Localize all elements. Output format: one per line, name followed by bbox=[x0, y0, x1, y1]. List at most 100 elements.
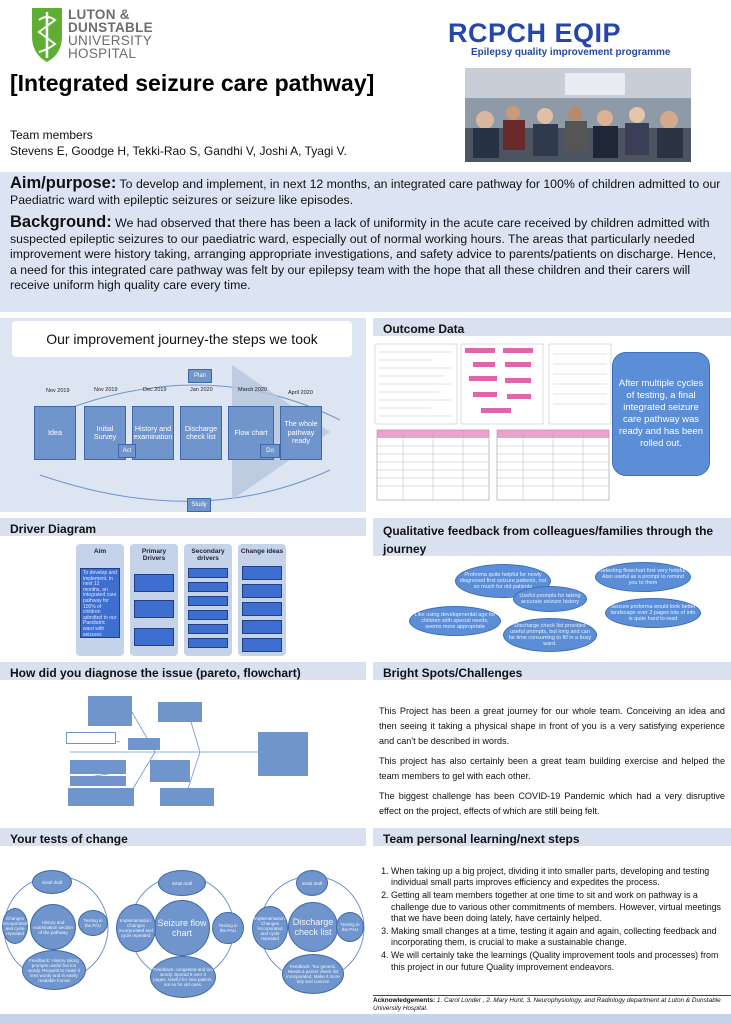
tests-of-change-panel: Initial draft History and examination se… bbox=[0, 846, 366, 1014]
outcome-summary-bubble: After multiple cycles of testing, a fina… bbox=[612, 352, 710, 476]
outcome-documents-image bbox=[374, 343, 612, 501]
hospital-name-line: DUNSTABLE bbox=[68, 20, 153, 35]
pdsa-do: Do bbox=[260, 444, 280, 458]
pdsa-act: Act bbox=[118, 444, 136, 458]
driver-column-title: Secondary drivers bbox=[191, 548, 225, 562]
fishbone-cause bbox=[150, 760, 190, 782]
team-learning-item: Making small changes at a time, testing … bbox=[391, 926, 731, 948]
cycle1-node: Testing in the PAU bbox=[78, 910, 108, 936]
hospital-crest-icon bbox=[32, 8, 62, 62]
acknowledgements: Acknowledgements: 1. Carol Londer , 2. M… bbox=[373, 995, 731, 1013]
outcome-panel bbox=[373, 336, 731, 512]
bright-spots-heading: Bright Spots/Challenges bbox=[373, 662, 731, 680]
team-members-names: Stevens E, Goodge H, Tekki-Rao S, Gandhi… bbox=[10, 144, 347, 158]
pdsa-plan: Plan bbox=[188, 369, 212, 383]
journey-date: Nov 2019 bbox=[94, 387, 118, 393]
driver-change-box bbox=[242, 584, 282, 598]
cycle3-node: Feedback: Too generic. Needs a parent ch… bbox=[282, 954, 344, 994]
fishbone-cause bbox=[70, 776, 126, 786]
fishbone-cause bbox=[160, 788, 214, 806]
fishbone-cause bbox=[128, 738, 160, 750]
hospital-name-line: HOSPITAL bbox=[68, 46, 137, 61]
cycle3-node: Testing in the PAU bbox=[336, 912, 364, 942]
cycle1-node: Feedback: History taking prompts useful … bbox=[22, 950, 86, 990]
journey-step: Idea bbox=[34, 406, 76, 460]
team-members-label: Team members bbox=[10, 128, 93, 142]
bright-spots-paragraph: The biggest challenge has been COVID-19 … bbox=[379, 791, 725, 816]
driver-secondary-box bbox=[188, 596, 228, 606]
cycle2-node: Implementation: Changes incorporated and… bbox=[116, 904, 156, 952]
driver-change-box bbox=[242, 638, 282, 652]
cycle2-node: Initial draft bbox=[158, 870, 206, 896]
driver-primary-box bbox=[134, 574, 174, 592]
driver-secondary-box bbox=[188, 610, 228, 620]
bright-spots-panel: This Project has been a great journey fo… bbox=[373, 680, 731, 822]
driver-secondary-box bbox=[188, 582, 228, 592]
driver-primary-box bbox=[134, 600, 174, 618]
driver-change-box bbox=[242, 566, 282, 580]
journey-date: Dec 2019 bbox=[143, 387, 167, 393]
bright-spots-paragraph: This Project has been a great journey fo… bbox=[379, 706, 725, 746]
feedback-bubble: Seizure proforma would look better lands… bbox=[605, 598, 701, 628]
aim-label: Aim/purpose: bbox=[10, 174, 117, 192]
programme-logo-text: RCPCH EQIP bbox=[448, 18, 622, 48]
team-learning-item: When taking up a big project, dividing i… bbox=[391, 866, 731, 888]
team-learning-panel: When taking up a big project, dividing i… bbox=[373, 866, 731, 994]
pdsa-study: Study bbox=[187, 498, 211, 512]
team-learning-item: Getting all team members together at one… bbox=[391, 890, 731, 924]
background-label: Background: bbox=[10, 213, 112, 231]
feedback-bubble: Useful prompts for taking accurate seizu… bbox=[513, 586, 587, 612]
team-photo-image bbox=[465, 68, 691, 162]
fishbone-cause bbox=[70, 760, 126, 774]
acknowledgements-label: Acknowledgements: bbox=[373, 997, 436, 1004]
driver-aim-box: To develop and implement, in next 12 mon… bbox=[80, 568, 120, 638]
fishbone-cause bbox=[88, 696, 132, 726]
team-learning-heading: Team personal learning/next steps bbox=[373, 828, 731, 846]
qualitative-feedback-heading: Qualitative feedback from colleagues/fam… bbox=[373, 518, 731, 556]
cycle2-node: Feedback: congested and too wordy. Sprea… bbox=[150, 956, 216, 998]
acknowledgements-text: 1. Carol Londer , 2. Mary Hunt, 3. Neuro… bbox=[373, 997, 721, 1012]
diagnose-heading: How did you diagnose the issue (pareto, … bbox=[0, 662, 366, 680]
poster-title: [Integrated seizure care pathway] bbox=[10, 70, 375, 96]
background-text: We had observed that there has been a la… bbox=[10, 216, 717, 292]
driver-column-title: Change ideas bbox=[240, 548, 284, 555]
cycle2-node: Testing in the PAU bbox=[212, 912, 244, 944]
aim-paragraph: Aim/purpose: To develop and implement, i… bbox=[10, 174, 721, 208]
tests-of-change-heading: Your tests of change bbox=[0, 828, 366, 846]
journey-date: Nov 2019 bbox=[46, 388, 70, 394]
feedback-bubble: Discharge check list provides useful pro… bbox=[503, 618, 597, 652]
hospital-name-line: UNIVERSITY bbox=[68, 33, 153, 48]
programme-logo: RCPCH EQIP Epilepsy quality improvement … bbox=[448, 18, 698, 58]
hospital-logo bbox=[30, 6, 205, 66]
qualitative-feedback-panel: Proforma quite helpful for newly diagnos… bbox=[373, 556, 731, 658]
driver-diagram-panel: Aim Primary Drivers Secondary drivers Ch… bbox=[0, 536, 366, 658]
driver-secondary-box bbox=[188, 624, 228, 634]
journey-step: Discharge check list bbox=[180, 406, 222, 460]
cycle3-node: Implementation: Changes incorporated and… bbox=[252, 906, 288, 950]
driver-diagram-heading: Driver Diagram bbox=[0, 518, 366, 536]
team-learning-item: We will certainly take the learnings (Qu… bbox=[391, 950, 731, 972]
fishbone-cause bbox=[68, 788, 134, 806]
programme-subtitle: Epilepsy quality improvement programme bbox=[471, 47, 671, 58]
journey-step: The whole pathway ready bbox=[280, 406, 322, 460]
journey-step: History and examination bbox=[132, 406, 174, 460]
team-learning-list: When taking up a big project, dividing i… bbox=[373, 866, 731, 973]
driver-column-title: Primary Drivers bbox=[141, 548, 167, 562]
driver-column-change bbox=[238, 544, 286, 656]
driver-secondary-box bbox=[188, 568, 228, 578]
journey-date: Jan 2020 bbox=[190, 387, 213, 393]
cycle2-center: Seizure flow chart bbox=[154, 900, 210, 956]
aim-text: To develop and implement, in next 12 mon… bbox=[10, 177, 721, 207]
team-photo bbox=[465, 68, 691, 162]
fishbone-cause bbox=[158, 702, 202, 722]
journey-date: April 2020 bbox=[288, 390, 313, 396]
feedback-bubble: Selecting flowchart first very helpful. … bbox=[595, 562, 691, 592]
diagnose-fishbone-panel bbox=[0, 680, 366, 822]
journey-date: March 2020 bbox=[238, 387, 268, 393]
bright-spots-paragraph: This project has also certainly been a g… bbox=[379, 756, 725, 781]
driver-change-box bbox=[242, 620, 282, 634]
outcome-heading: Outcome Data bbox=[373, 318, 731, 336]
hospital-name-line: LUTON & bbox=[68, 7, 130, 22]
driver-change-box bbox=[242, 602, 282, 616]
cycle3-node: Initial draft bbox=[296, 870, 328, 896]
